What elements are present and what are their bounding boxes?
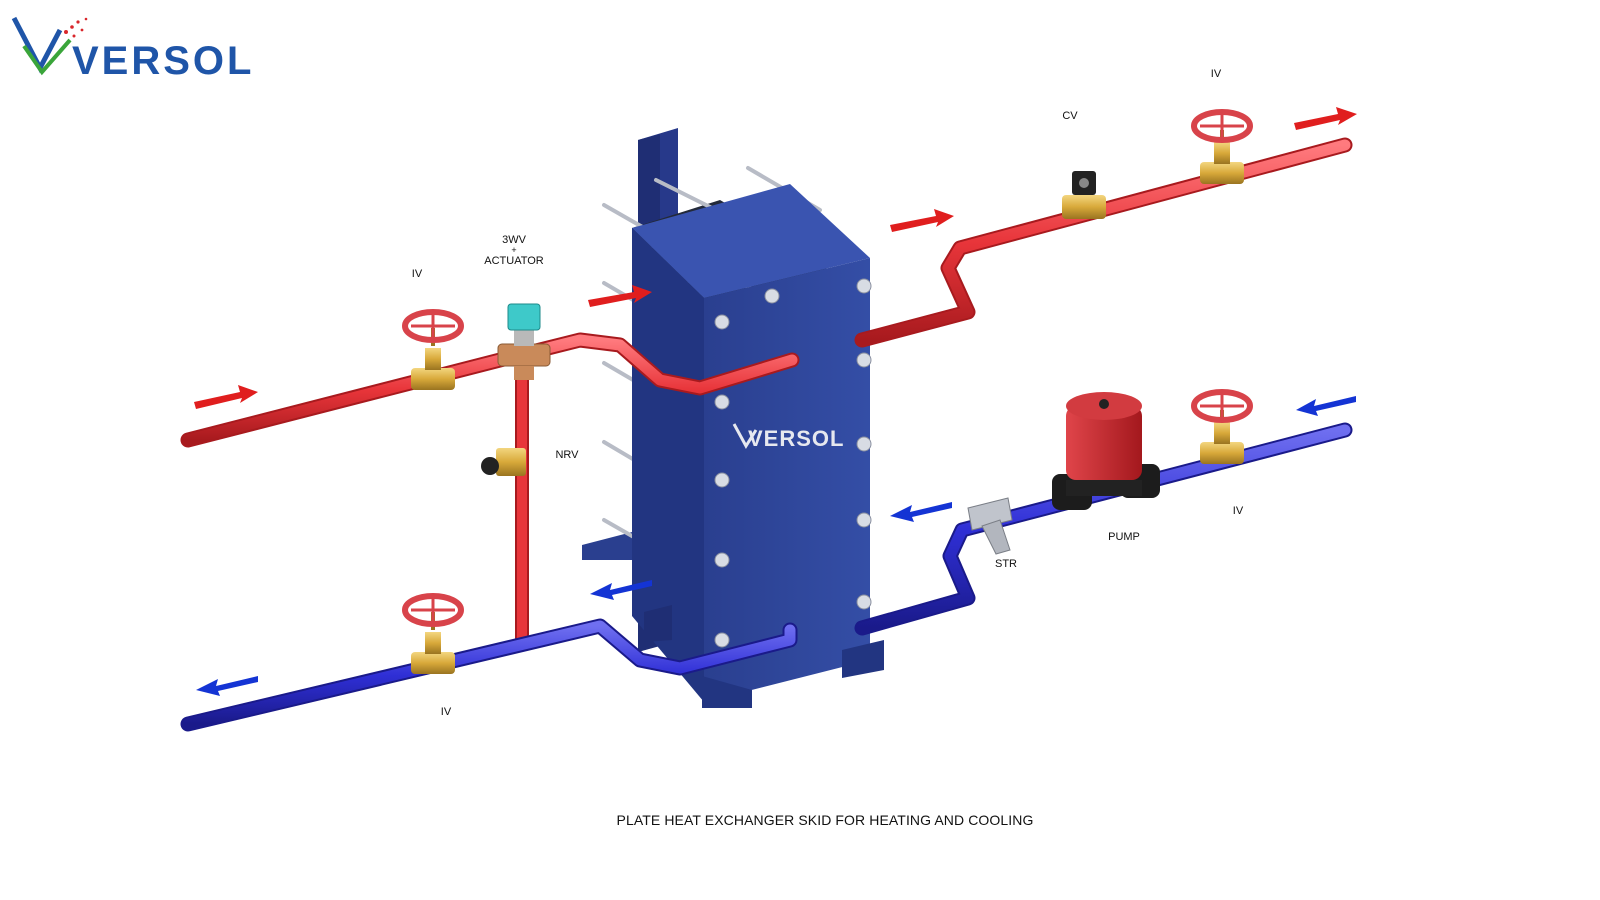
plate-logo-text: VERSOL xyxy=(748,426,844,451)
label-str: STR xyxy=(995,558,1017,570)
non-return-valve xyxy=(481,448,526,476)
isolation-valve-left-top xyxy=(402,309,464,390)
logo-wordmark: VERSOL xyxy=(72,39,254,83)
versol-logo: VERSOL xyxy=(11,16,254,83)
plate-logo: VERSOL xyxy=(732,423,844,451)
cold-arrow-icon xyxy=(890,502,952,522)
front-foot-right xyxy=(842,640,884,678)
label-pump: PUMP xyxy=(1108,531,1140,543)
frame-base-plate xyxy=(582,530,640,560)
hot-arrow-icon xyxy=(588,285,652,307)
flow-arrows xyxy=(194,107,1357,696)
phe-frame: VERSOL xyxy=(582,128,884,708)
diagram-caption: PLATE HEAT EXCHANGER SKID FOR HEATING AN… xyxy=(616,812,1034,828)
label-iv-left-bottom: IV xyxy=(440,706,452,718)
cold-arrow-icon xyxy=(1296,396,1356,416)
cold-arrow-icon xyxy=(196,676,258,696)
isolation-valve-left-bottom xyxy=(402,593,464,674)
label-iv-right-lower: IV xyxy=(1232,505,1244,517)
hot-arrow-icon xyxy=(890,209,954,232)
three-way-valve-actuator xyxy=(497,303,551,380)
nrv-cap-icon xyxy=(481,457,499,475)
valve-handwheel-icon xyxy=(402,593,464,627)
hot-arrow-icon xyxy=(1294,107,1357,130)
label-cv: CV xyxy=(1062,110,1078,122)
label-iv-top-right: IV xyxy=(1210,68,1222,80)
label-3wv-line3: ACTUATOR xyxy=(484,255,544,267)
cold-arrow-icon xyxy=(590,580,652,600)
label-3wv-actuator: 3WV + ACTUATOR xyxy=(484,234,544,267)
frame-top-plate xyxy=(632,184,870,298)
actuator-body xyxy=(507,303,541,331)
label-3wv-line2: + xyxy=(511,245,517,255)
label-3wv-line1: 3WV xyxy=(502,234,526,246)
valve-handwheel-icon xyxy=(1191,109,1253,143)
front-foot-left xyxy=(702,676,752,708)
logo-dots xyxy=(64,17,88,38)
check-valve xyxy=(1062,171,1106,219)
hot-arrow-icon xyxy=(194,385,258,409)
label-iv-left-top: IV xyxy=(411,268,423,280)
circulation-pump xyxy=(1052,392,1160,510)
isolation-valve-right-lower xyxy=(1191,389,1253,464)
rear-foot xyxy=(644,605,672,642)
logo-swoosh-green xyxy=(22,38,72,76)
label-nrv: NRV xyxy=(555,449,579,461)
cover-bolts xyxy=(714,278,872,648)
strainer xyxy=(967,497,1013,555)
valve-handwheel-icon xyxy=(1191,389,1253,423)
hot-outlet-pipe xyxy=(854,137,1353,348)
valve-handwheel-icon xyxy=(402,309,464,343)
pump-motor xyxy=(1066,406,1142,480)
isolation-valve-right-top xyxy=(1191,109,1253,184)
